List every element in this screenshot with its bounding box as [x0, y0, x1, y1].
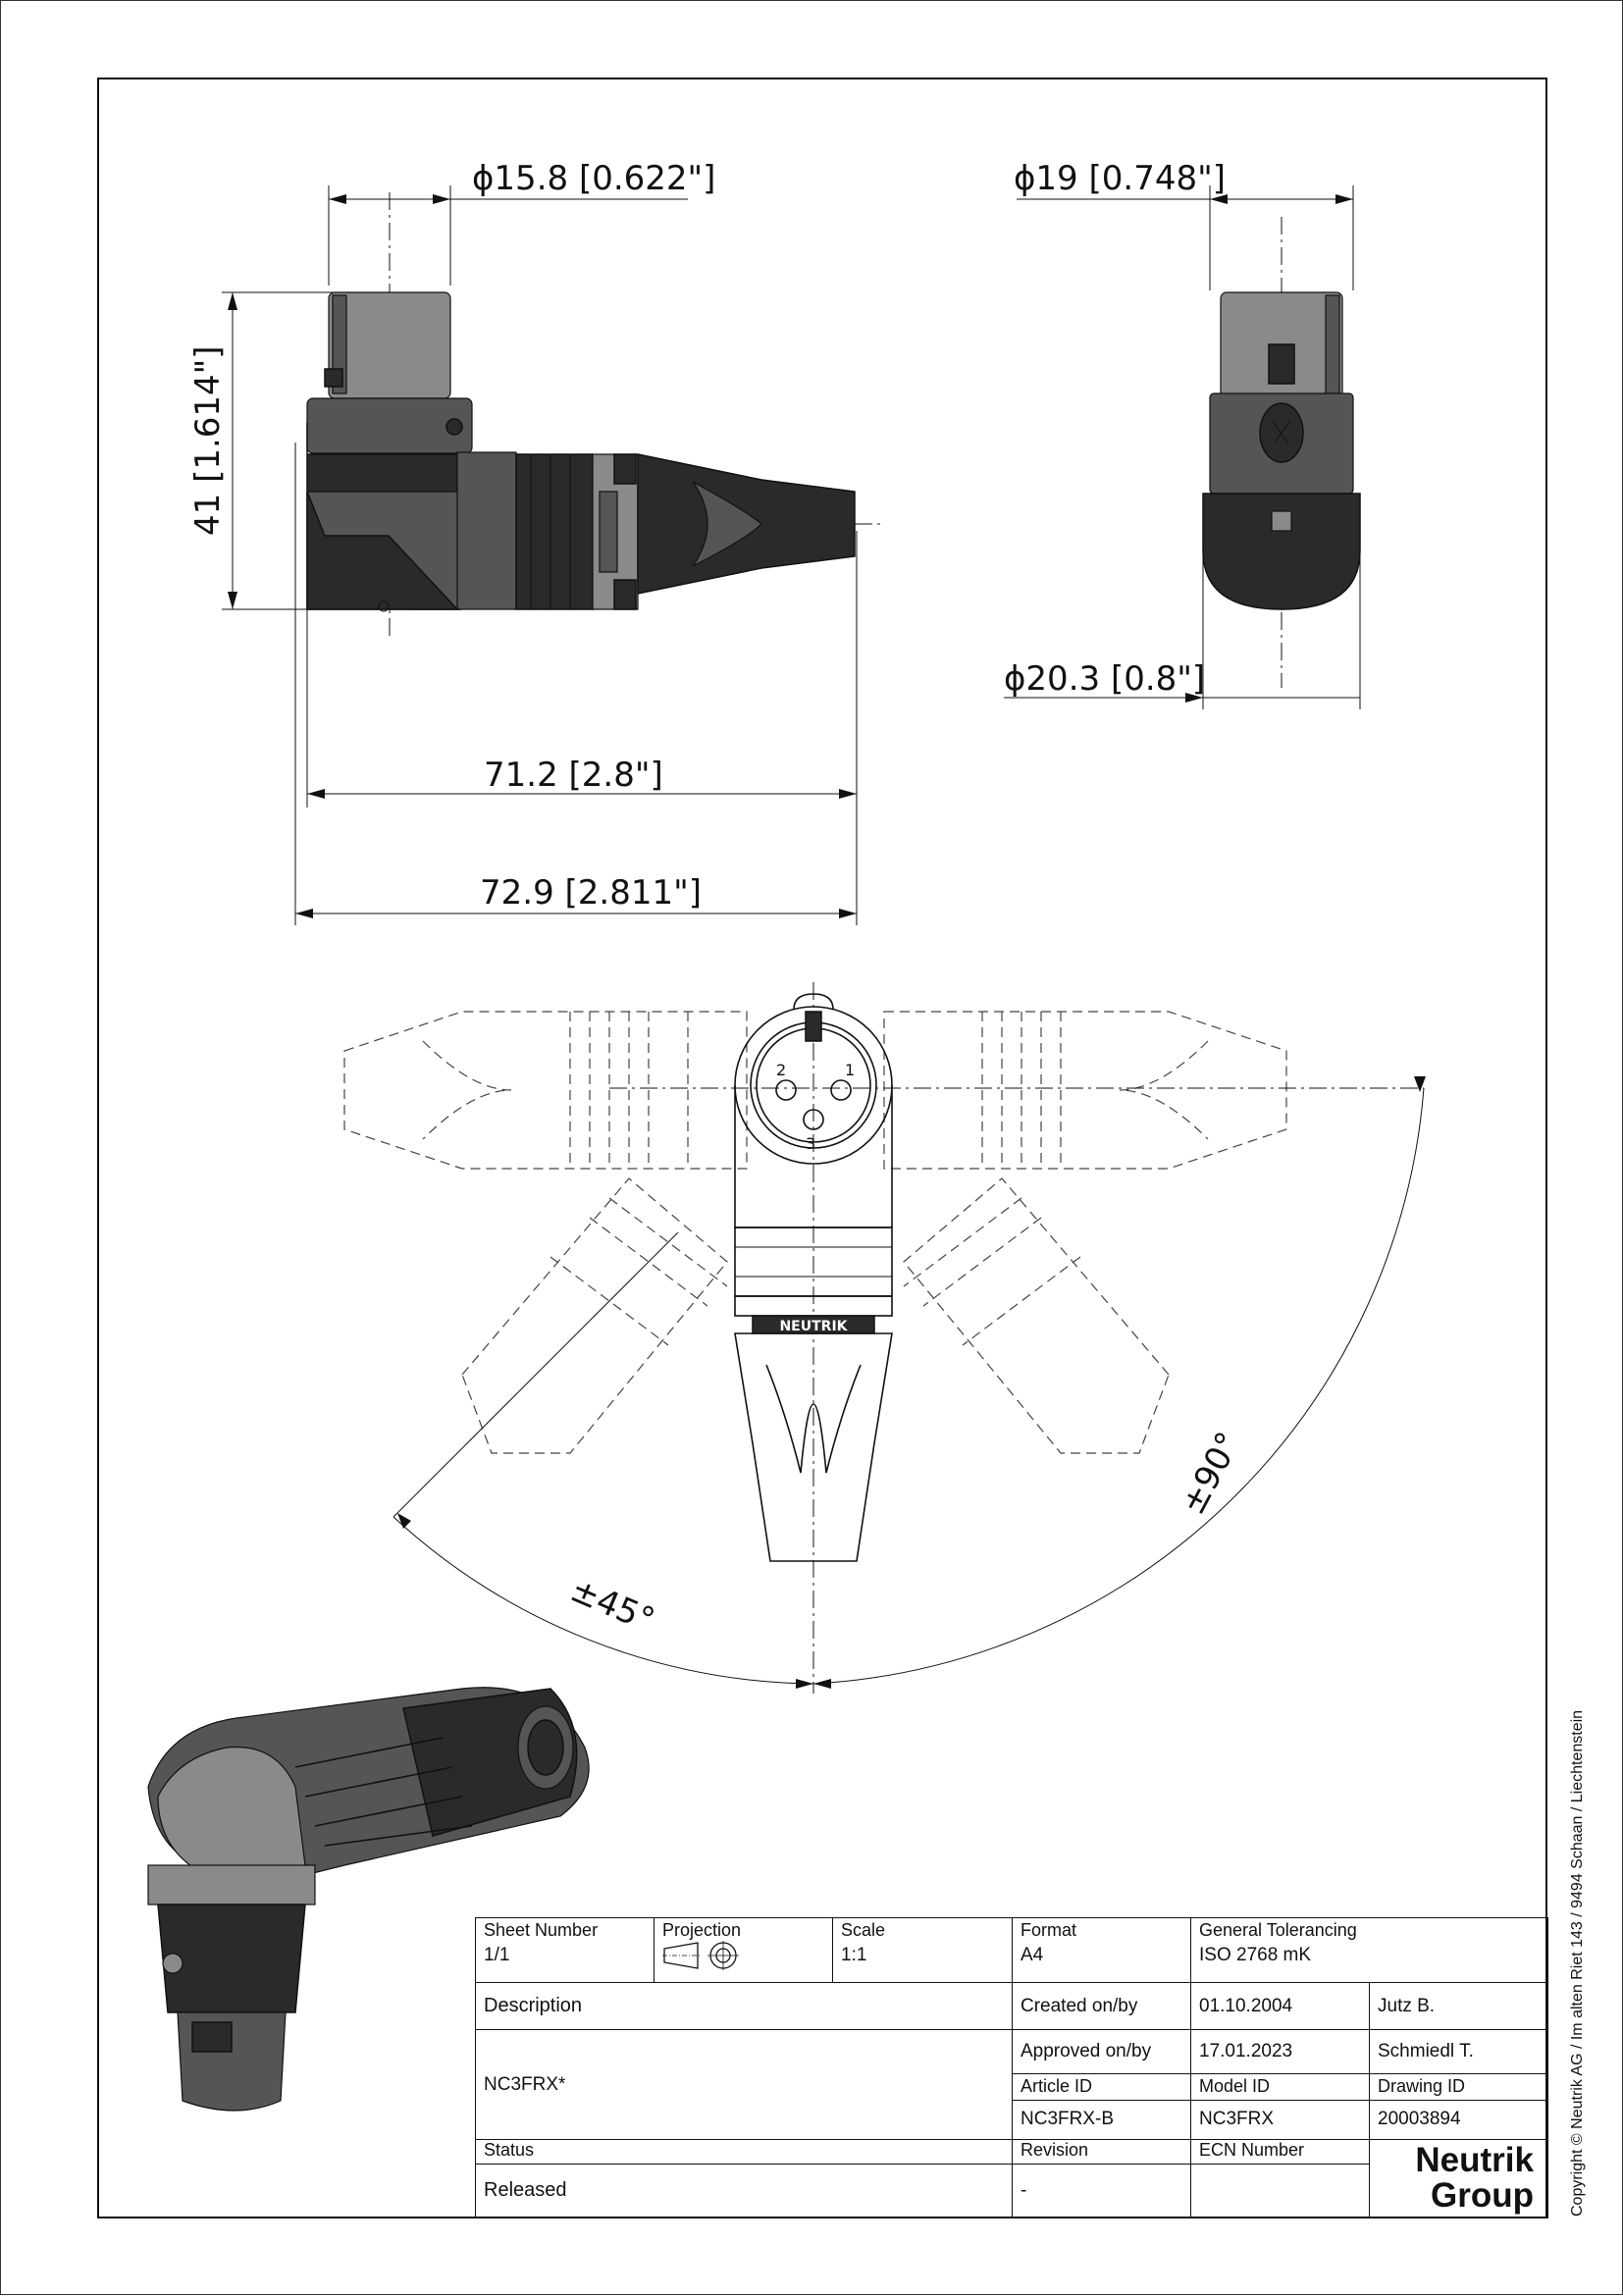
- approved-by: Schmiedl T.: [1378, 2040, 1474, 2061]
- pin-label-3: 3: [806, 1134, 815, 1153]
- model-id-label-cell: Model ID: [1190, 2072, 1370, 2101]
- format-label: Format: [1021, 1920, 1077, 1940]
- created-by-cell: Jutz B.: [1369, 1982, 1548, 2031]
- dim-side-top-diameter: ϕ15.8 [0.622"]: [472, 159, 715, 198]
- created-by: Jutz B.: [1378, 1995, 1436, 2016]
- rotation-view: 2 1 3 NEUTRIK: [343, 982, 1426, 1694]
- approved-label-cell: Approved on/by: [1012, 2029, 1191, 2074]
- dim-height: 41 [1.614"]: [188, 345, 228, 536]
- revision-cell: -: [1012, 2163, 1191, 2219]
- status-value: Released: [484, 2179, 567, 2202]
- tolerancing-cell: General Tolerancing ISO 2768 mK: [1190, 1916, 1548, 1984]
- revision-label: Revision: [1021, 2139, 1089, 2160]
- copyright-notice: Copyright © Neutrik AG / Im alten Riet 1…: [1569, 1709, 1586, 2217]
- scale-value: 1:1: [841, 1945, 867, 1965]
- sheet-number-label: Sheet Number: [484, 1920, 599, 1940]
- article-id-label-cell: Article ID: [1012, 2072, 1191, 2101]
- dim-length-short: 71.2 [2.8"]: [484, 756, 663, 795]
- created-label: Created on/by: [1021, 1995, 1138, 2016]
- scale-cell: Scale 1:1: [832, 1916, 1013, 1984]
- revision-value: -: [1021, 2179, 1027, 2201]
- ecn-cell: [1190, 2163, 1370, 2219]
- logo-line-1: Neutrik: [1415, 2141, 1534, 2180]
- tolerancing-label: General Tolerancing: [1199, 1920, 1357, 1940]
- dim-length-long: 72.9 [2.811"]: [480, 873, 702, 913]
- drawing-id-cell: 20003894: [1369, 2099, 1548, 2140]
- approved-by-cell: Schmiedl T.: [1369, 2029, 1548, 2074]
- article-id-value: NC3FRX-B: [1021, 2109, 1115, 2130]
- status-label: Status: [484, 2139, 535, 2160]
- dim-angle-small: ±45°: [564, 1570, 659, 1641]
- dim-front-bottom-diameter: ϕ20.3 [0.8"]: [1004, 659, 1205, 699]
- format-cell: Format A4: [1012, 1916, 1191, 1984]
- ecn-label: ECN Number: [1199, 2139, 1305, 2160]
- approved-date: 17.01.2023: [1199, 2040, 1293, 2061]
- projection-cell: Projection: [654, 1916, 833, 1984]
- drawing-id-value: 20003894: [1378, 2109, 1461, 2130]
- ecn-label-cell: ECN Number: [1190, 2138, 1370, 2165]
- isometric-view: [147, 1687, 590, 2112]
- article-id-cell: NC3FRX-B: [1012, 2099, 1191, 2140]
- approved-date-cell: 17.01.2023: [1190, 2029, 1370, 2074]
- drawing-id-label: Drawing ID: [1378, 2075, 1466, 2096]
- sheet-number-cell: Sheet Number 1/1: [475, 1916, 654, 1984]
- description-value: NC3FRX*: [484, 2073, 566, 2095]
- description-label-cell: Description: [475, 1982, 1013, 2031]
- sheet-number-value: 1/1: [484, 1945, 510, 1965]
- format-value: A4: [1021, 1945, 1044, 1965]
- model-id-cell: NC3FRX: [1190, 2099, 1370, 2140]
- company-logo: Neutrik Group: [1369, 2138, 1548, 2219]
- projection-symbol-icon: [662, 1941, 739, 1970]
- pin-label-1: 1: [845, 1061, 855, 1079]
- front-view: [1004, 185, 1361, 709]
- approved-label: Approved on/by: [1021, 2040, 1152, 2061]
- title-block: Sheet Number 1/1 Projection Scale: [475, 1916, 1548, 2219]
- revision-label-cell: Revision: [1012, 2138, 1191, 2165]
- drawing-id-label-cell: Drawing ID: [1369, 2072, 1548, 2101]
- side-view: [222, 185, 884, 925]
- logo-line-2: Group: [1431, 2176, 1534, 2216]
- created-date: 01.10.2004: [1199, 1995, 1293, 2016]
- dim-angle-large: ±90°: [1174, 1426, 1249, 1521]
- pin-label-2: 2: [776, 1061, 786, 1079]
- description-label: Description: [484, 1995, 583, 2017]
- created-date-cell: 01.10.2004: [1190, 1982, 1370, 2031]
- brand-mark: NEUTRIK: [779, 1319, 848, 1334]
- created-label-cell: Created on/by: [1012, 1982, 1191, 2031]
- description-cell: NC3FRX*: [475, 2029, 1013, 2140]
- scale-label: Scale: [841, 1920, 886, 1940]
- status-cell: Released: [475, 2163, 1013, 2219]
- tolerancing-value: ISO 2768 mK: [1199, 1945, 1312, 1965]
- model-id-label: Model ID: [1199, 2075, 1271, 2096]
- projection-label: Projection: [662, 1920, 742, 1940]
- model-id-value: NC3FRX: [1199, 2109, 1275, 2130]
- article-id-label: Article ID: [1021, 2075, 1093, 2096]
- status-label-cell: Status: [475, 2138, 1013, 2165]
- dim-front-top-diameter: ϕ19 [0.748"]: [1014, 159, 1226, 198]
